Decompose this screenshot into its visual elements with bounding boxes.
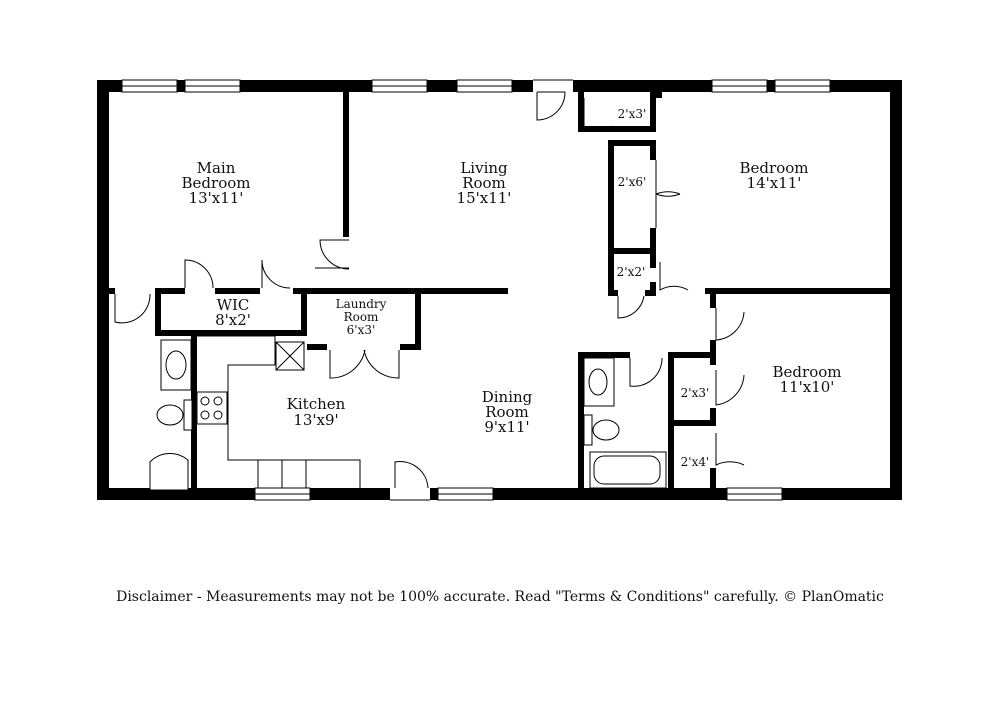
dining-room-size: 9'x11' <box>484 418 529 436</box>
main-bedroom-label-2: Bedroom <box>182 174 251 192</box>
closet-label: 2'x6' <box>618 175 647 189</box>
bedroom-2-label: Bedroom <box>773 363 842 381</box>
room-labels: Main Bedroom 13'x11' Living Room 15'x11'… <box>182 107 842 469</box>
exterior-doors <box>390 79 573 501</box>
laundry-size: 6'x3' <box>347 323 376 337</box>
living-room-label: Living <box>460 159 508 177</box>
kitchen-label: Kitchen <box>287 395 346 413</box>
disclaimer-text: Disclaimer - Measurements may not be 100… <box>116 589 884 605</box>
fixtures <box>149 335 667 491</box>
kitchen-size: 13'x9' <box>293 411 338 429</box>
main-bedroom-size: 13'x11' <box>189 189 244 207</box>
closet-label: 2'x4' <box>681 455 710 469</box>
laundry-label: Laundry <box>336 297 387 311</box>
main-bedroom-label: Main <box>197 159 236 177</box>
living-room-label-2: Room <box>462 174 506 192</box>
closet-label: 2'x2' <box>617 265 646 279</box>
bedroom-2-size: 11'x10' <box>780 378 835 396</box>
dining-room-label: Dining <box>482 388 533 406</box>
door-swings <box>114 98 745 466</box>
windows <box>121 79 831 501</box>
wic-size: 8'x2' <box>215 311 251 329</box>
bedroom-label: Bedroom <box>740 159 809 177</box>
wic-label: WIC <box>217 296 250 314</box>
dining-room-label-2: Room <box>485 403 529 421</box>
laundry-label-2: Room <box>344 310 379 324</box>
interior-walls <box>109 92 895 492</box>
bedroom-size: 14'x11' <box>747 174 802 192</box>
living-room-size: 15'x11' <box>457 189 512 207</box>
closet-label: 2'x3' <box>681 386 710 400</box>
closet-label: 2'x3' <box>618 107 647 121</box>
